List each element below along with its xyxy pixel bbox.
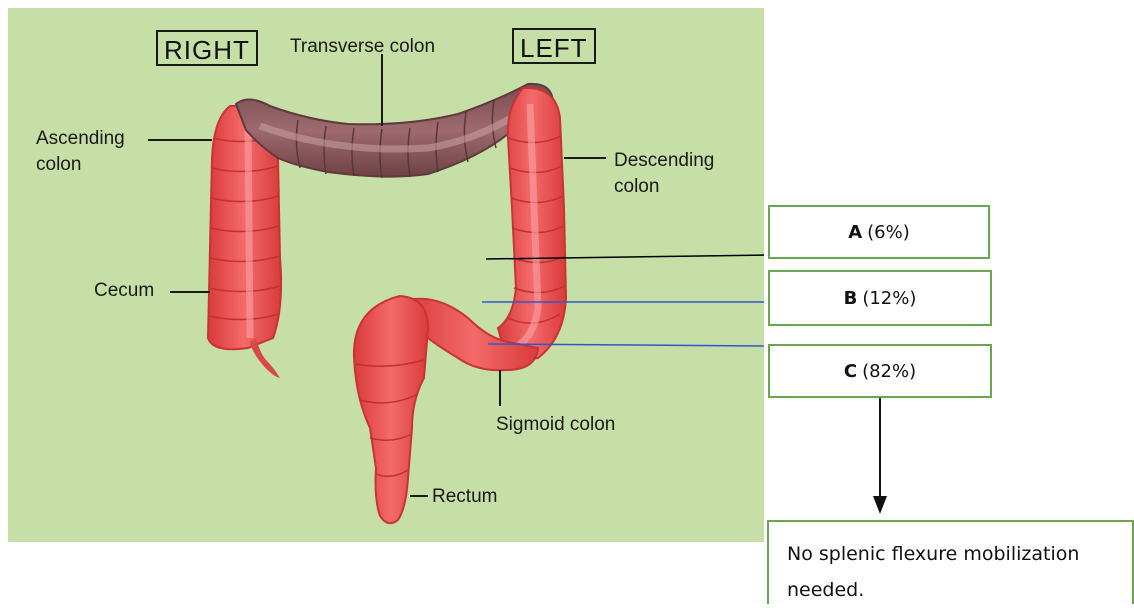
down-arrow-icon: [870, 398, 890, 516]
descending-colon-label-1: Descending: [614, 148, 714, 173]
callout-a-box: A (6%): [768, 205, 990, 259]
right-orientation-box: RIGHT: [156, 30, 258, 66]
rectum-shape: [354, 296, 428, 523]
ascending-colon-label-2: colon: [36, 152, 81, 177]
ascending-colon-label-1: Ascending: [36, 126, 125, 151]
callout-b-letter: B: [844, 288, 858, 309]
sigmoid-colon-label: Sigmoid colon: [496, 412, 615, 437]
callout-c-value: (82%): [862, 361, 916, 382]
colon-illustration: [8, 8, 764, 542]
note-box: No splenic flexure mobilization needed.: [767, 520, 1134, 604]
appendix-shape: [250, 338, 280, 378]
descending-colon-label-2: colon: [614, 174, 659, 199]
rectum-label: Rectum: [432, 484, 497, 509]
callout-a-letter: A: [848, 222, 862, 243]
callout-b-box: B (12%): [768, 270, 992, 326]
callout-a-value: (6%): [867, 222, 910, 243]
callout-b-value: (12%): [862, 288, 916, 309]
left-orientation-box: LEFT: [512, 28, 596, 64]
cecum-label: Cecum: [94, 278, 154, 303]
transverse-colon-label: Transverse colon: [290, 34, 435, 59]
callout-c-box: C (82%): [768, 344, 992, 398]
diagram-panel: RIGHT LEFT Transverse colon Ascending co…: [8, 8, 764, 542]
callout-c-letter: C: [844, 361, 857, 382]
